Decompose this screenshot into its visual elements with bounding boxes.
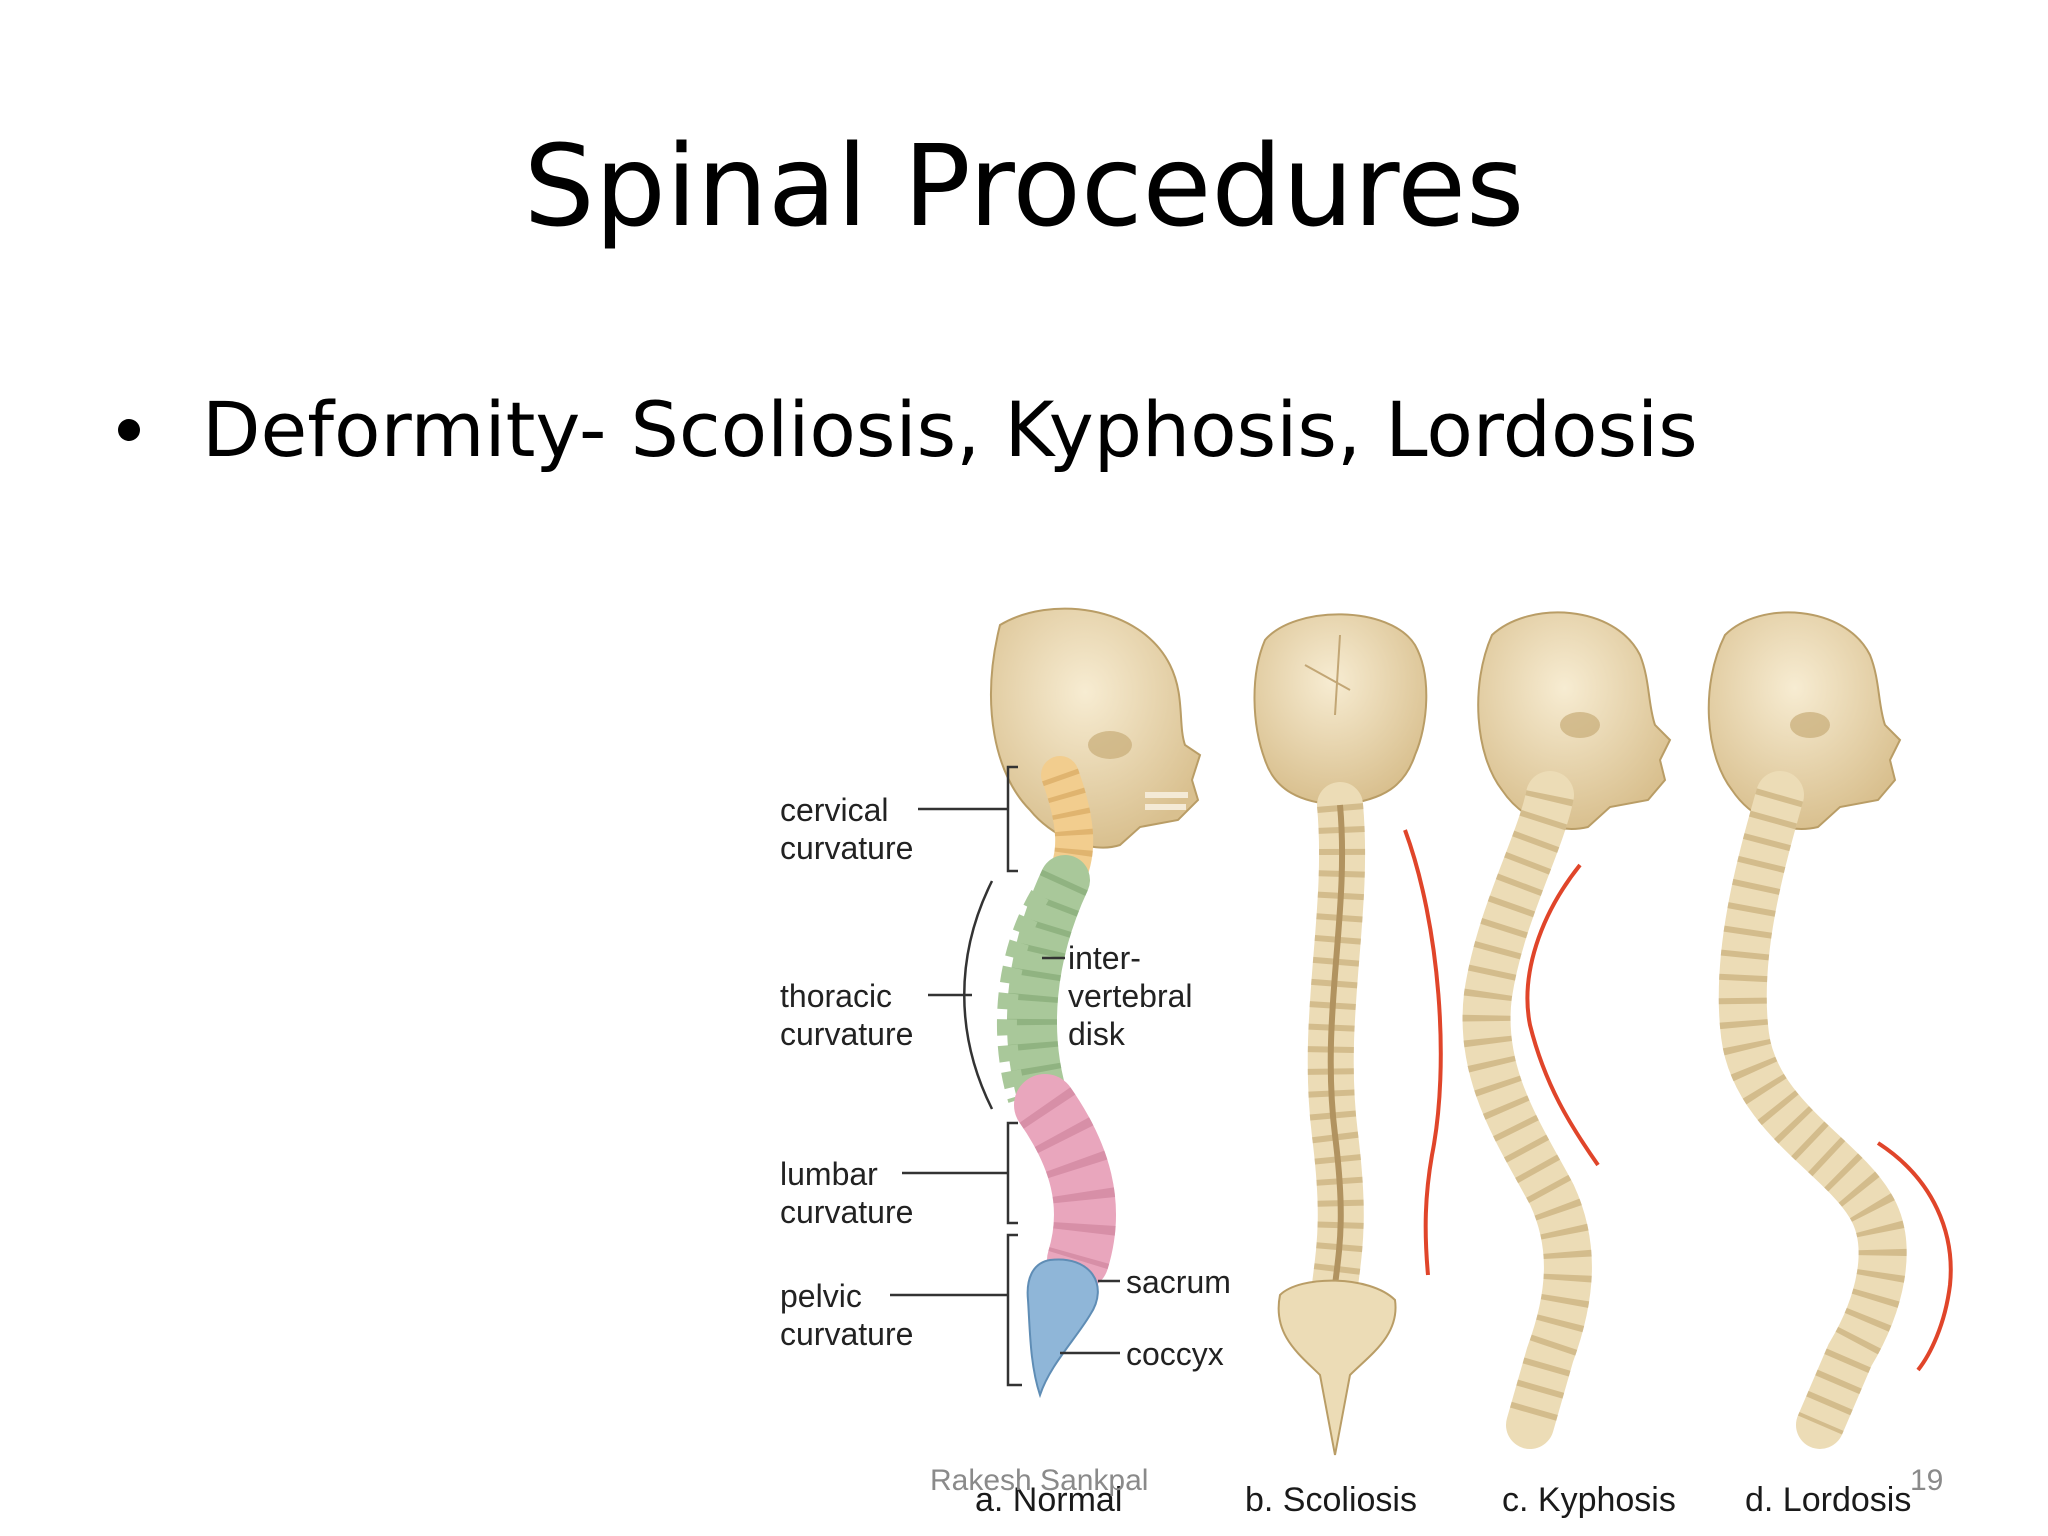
bullet-text: Deformity- Scoliosis, Kyphosis, Lordosis xyxy=(202,385,1698,474)
cervical-label: cervical curvature xyxy=(780,792,914,866)
kyphosis-spine-figure xyxy=(1462,611,1672,1449)
pelvic-label: pelvic curvature xyxy=(780,1278,914,1352)
coccyx-label: coccyx xyxy=(1126,1336,1224,1372)
caption-normal: a. Normal xyxy=(975,1481,1123,1519)
spine-curvature-figure: cervical curvature thoracic curvature lu… xyxy=(760,595,2000,1535)
lordosis-spine-figure xyxy=(1707,611,1953,1449)
caption-lordosis: d. Lordosis xyxy=(1745,1481,1912,1519)
thoracic-label: thoracic curvature xyxy=(780,978,914,1052)
caption-scoliosis: b. Scoliosis xyxy=(1245,1481,1417,1519)
spine-illustration xyxy=(890,607,1953,1456)
scoliosis-spine-figure xyxy=(1253,613,1443,1456)
normal-spine-figure xyxy=(890,607,1202,1399)
intervertebral-disk-label: inter- vertebral disk xyxy=(1068,940,1193,1052)
slide-title: Spinal Procedures xyxy=(523,122,1525,252)
bullet-item: Deformity- Scoliosis, Kyphosis, Lordosis xyxy=(118,385,1698,474)
page-number: 19 xyxy=(1910,1464,1944,1497)
footer-author: Rakesh Sankpal xyxy=(930,1464,1149,1497)
caption-kyphosis: c. Kyphosis xyxy=(1502,1481,1676,1519)
bullet-icon xyxy=(118,418,140,441)
lumbar-label: lumbar curvature xyxy=(780,1156,914,1230)
sacrum-label: sacrum xyxy=(1126,1264,1231,1300)
